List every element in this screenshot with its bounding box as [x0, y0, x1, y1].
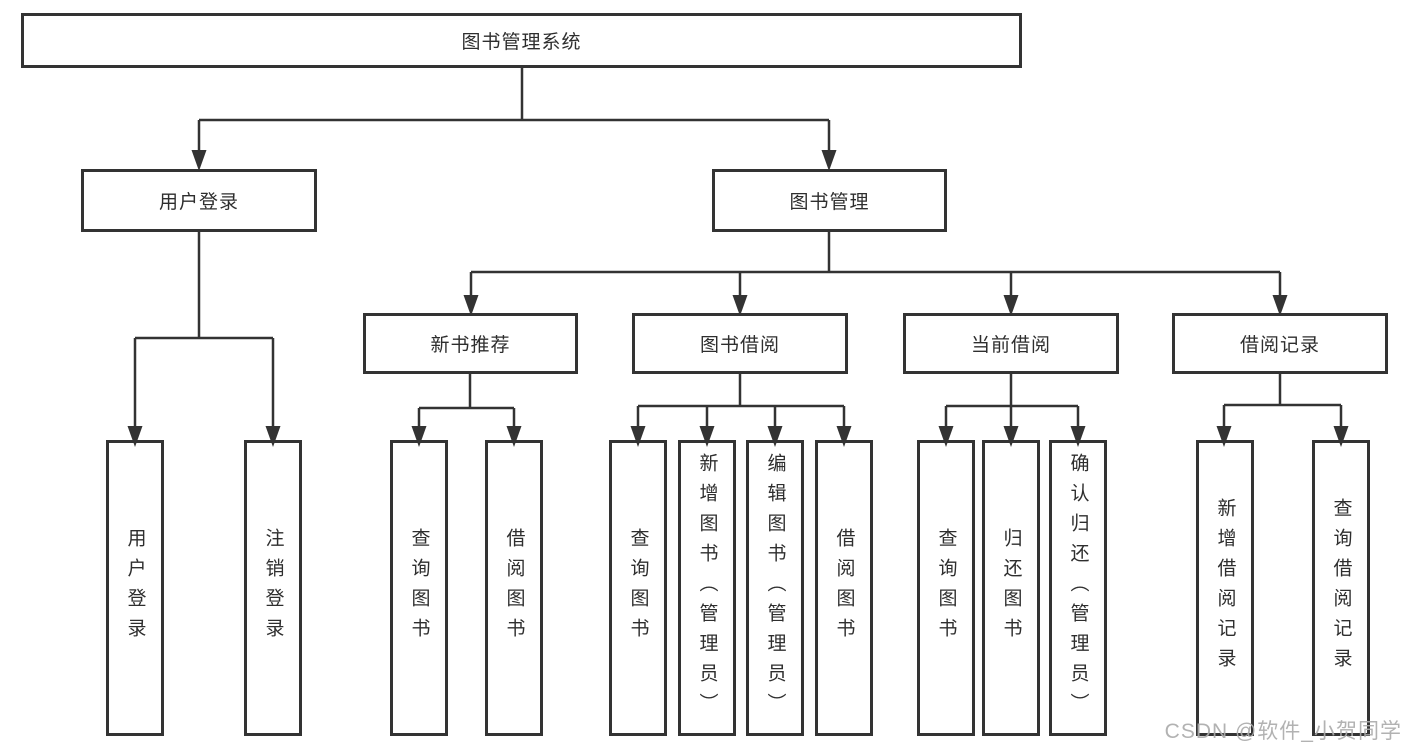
csdn-watermark: CSDN @软件_小贺同学: [1164, 720, 1402, 743]
node-new-book-recommend-label: 新书推荐: [430, 335, 511, 356]
leaf-borrow-book-label: 借阅图书: [503, 528, 525, 648]
connector-borrow-to-leaves: [630, 374, 852, 447]
node-user-login: 用户登录: [81, 169, 317, 232]
leaf-query-borrow-record-label: 查询借阅记录: [1330, 498, 1352, 678]
leaf-borrow-book-under-borrow: 借阅图书: [815, 440, 873, 736]
connector-bookmgmt-to-level3: [463, 232, 1288, 316]
node-current-borrow: 当前借阅: [903, 313, 1119, 374]
leaf-query-book-label: 查询图书: [408, 528, 430, 648]
leaf-logout-label: 注销登录: [262, 528, 284, 648]
node-borrow-record: 借阅记录: [1172, 313, 1388, 374]
leaf-confirm-return-admin: 确认归还（管理员）: [1049, 440, 1107, 736]
node-borrow-record-label: 借阅记录: [1239, 335, 1320, 356]
leaf-confirm-return-admin-label: 确认归还（管理员）: [1067, 453, 1089, 723]
node-new-book-recommend: 新书推荐: [363, 313, 578, 374]
node-root-system: 图书管理系统: [21, 13, 1022, 68]
node-current-borrow-label: 当前借阅: [970, 335, 1051, 356]
leaf-add-borrow-record-label: 新增借阅记录: [1214, 498, 1236, 678]
connector-recommend-to-leaves: [411, 374, 522, 447]
leaf-borrow-book-label: 借阅图书: [833, 528, 855, 648]
node-book-borrow: 图书借阅: [632, 313, 848, 374]
leaf-edit-book-admin-label: 编辑图书（管理员）: [764, 453, 786, 723]
leaf-user-login: 用户登录: [106, 440, 164, 736]
leaf-user-login-label: 用户登录: [124, 528, 146, 648]
leaf-add-book-admin: 新增图书（管理员）: [678, 440, 736, 736]
leaf-query-book-label: 查询图书: [627, 528, 649, 648]
connector-record-to-leaves: [1216, 374, 1349, 447]
leaf-query-book-under-current: 查询图书: [917, 440, 975, 736]
leaf-query-borrow-record: 查询借阅记录: [1312, 440, 1370, 736]
node-root-label: 图书管理系统: [461, 32, 582, 53]
leaf-edit-book-admin: 编辑图书（管理员）: [746, 440, 804, 736]
leaf-query-book-label: 查询图书: [935, 528, 957, 648]
leaf-logout: 注销登录: [244, 440, 302, 736]
leaf-add-book-admin-label: 新增图书（管理员）: [696, 453, 718, 723]
node-book-management: 图书管理: [712, 169, 947, 232]
connector-current-to-leaves: [938, 374, 1086, 447]
node-user-login-label: 用户登录: [158, 192, 239, 213]
leaf-return-book-label: 归还图书: [1000, 528, 1022, 648]
leaf-borrow-book-under-recommend: 借阅图书: [485, 440, 543, 736]
leaf-return-book: 归还图书: [982, 440, 1040, 736]
connector-root-to-level2: [191, 68, 837, 171]
node-book-management-label: 图书管理: [789, 192, 870, 213]
leaf-query-book-under-borrow: 查询图书: [609, 440, 667, 736]
leaf-add-borrow-record: 新增借阅记录: [1196, 440, 1254, 736]
leaf-query-book-under-recommend: 查询图书: [390, 440, 448, 736]
node-book-borrow-label: 图书借阅: [699, 335, 780, 356]
connector-userlogin-to-leaves: [127, 232, 281, 447]
